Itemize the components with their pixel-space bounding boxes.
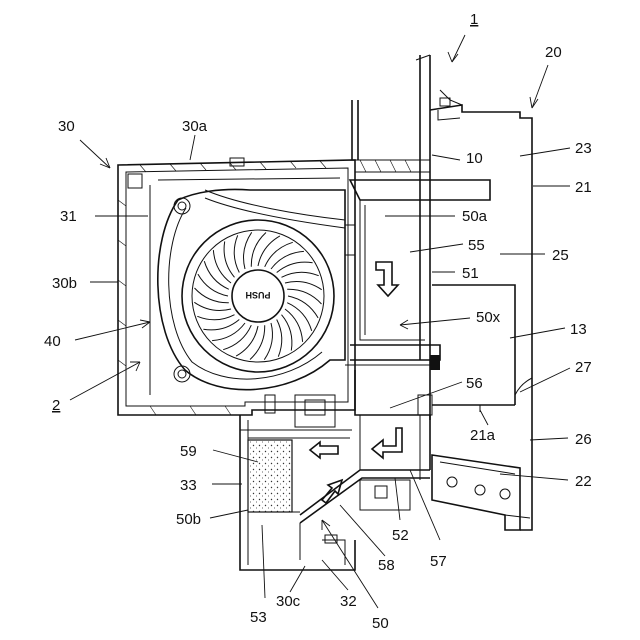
impeller-blade [197,315,234,320]
impeller-blade [264,323,272,360]
label-51: 51 [462,265,479,282]
label-22: 22 [575,473,592,490]
damper-region [355,370,432,510]
impeller-blade [271,251,304,269]
label-26: 26 [575,431,592,448]
impeller-blade [285,282,322,290]
fan-push-badge: PUSH [245,290,270,300]
label-31: 31 [60,208,77,225]
label-50a: 50a [462,208,488,225]
label-50x: 50x [476,309,501,326]
impeller-blade [194,302,231,310]
label-20: 20 [545,44,562,61]
label-53: 53 [250,609,267,626]
fan-40: PUSH [158,189,345,389]
impeller-blade [212,323,245,341]
label-55: 55 [468,237,485,254]
label-56: 56 [466,375,483,392]
label-59: 59 [180,443,197,460]
impeller-blade [234,235,239,272]
impeller-blade [203,320,239,330]
label-30: 30 [58,118,75,135]
label-23: 23 [575,140,592,157]
label-58: 58 [378,557,395,574]
impeller-blade [277,262,313,272]
label-50: 50 [372,615,389,632]
label-21: 21 [575,179,592,196]
impeller-blade [282,315,292,351]
label-52: 52 [392,527,409,544]
label-10: 10 [466,150,483,167]
label-25: 25 [552,247,569,264]
label-50b: 50b [176,511,201,528]
label-57: 57 [430,553,447,570]
impeller-blade [285,309,303,342]
impeller-blade [282,272,319,277]
label-33: 33 [180,477,197,494]
bracket-22 [432,455,530,530]
label-21a: 21a [470,427,496,444]
label-30a: 30a [182,118,208,135]
label-27: 27 [575,359,592,376]
impeller-blade [224,241,234,277]
label-40: 40 [44,333,61,350]
label-1: 1 [470,11,478,28]
label-13: 13 [570,321,587,338]
impeller-blade [244,232,252,269]
label-2: 2 [52,397,60,414]
label-32: 32 [340,593,357,610]
label-30c: 30c [276,593,301,610]
impeller-blade [277,320,282,357]
impeller-blade [213,250,231,283]
housing-30 [118,158,355,415]
label-30b: 30b [52,275,77,292]
